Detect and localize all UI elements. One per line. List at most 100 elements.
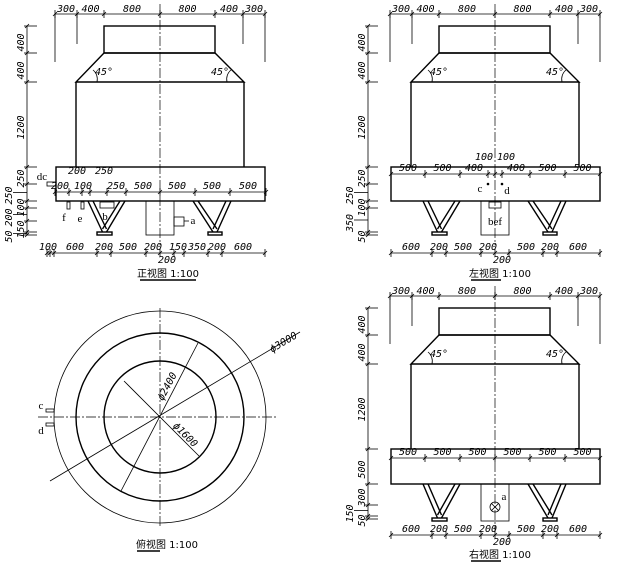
leg-brace [436, 200, 456, 230]
dim-label: 500 [538, 447, 556, 458]
foot-plate [542, 517, 558, 522]
dim-label: 600 [569, 524, 587, 535]
diameter-label-2400: ϕ2400 [156, 371, 180, 403]
angle-label: 45° [430, 349, 448, 360]
dim-label: 500 [399, 447, 417, 458]
dim-label: 200 [4, 208, 15, 226]
leg-brace [547, 200, 562, 230]
angle-label: 45° [430, 67, 448, 78]
dim-label: 400 [220, 4, 238, 15]
dim-label: 300 [579, 4, 598, 15]
port-label-c: c [39, 400, 44, 412]
dim-label: 100 [74, 181, 92, 192]
dim-label: 300 [357, 488, 368, 507]
leg-brace [105, 200, 126, 233]
leg-brace [440, 200, 461, 233]
dim-label: 500 [433, 163, 451, 174]
dim-label: 500 [517, 242, 535, 253]
dim-label: 200 [493, 255, 511, 266]
dim-label: 200 [158, 255, 176, 266]
dim-label: 200 [479, 524, 497, 535]
leg-brace [527, 483, 549, 519]
pipe-f [66, 201, 71, 210]
view-caption: 左视图 1:100 [469, 267, 531, 280]
dim-label: 400 [555, 286, 573, 297]
port-label-bef: bef [488, 216, 502, 228]
dim-label: 200 [541, 524, 559, 535]
support-leg [527, 200, 567, 236]
leg-brace [197, 200, 218, 230]
dim-label: 100 [357, 198, 368, 216]
leg-brace [532, 483, 553, 516]
dim-label: 350 [187, 242, 206, 253]
leg-brace [551, 483, 567, 519]
view-caption: 右视图 1:100 [469, 548, 531, 561]
pipe-b [99, 201, 115, 209]
dim-label: 500 [573, 163, 591, 174]
dim-label: 500 [573, 447, 591, 458]
angle-label: 45° [546, 67, 564, 78]
dim-label: 150 [345, 504, 356, 522]
dim-label: 500 [517, 524, 535, 535]
angle-arc [427, 351, 433, 365]
support-leg [87, 200, 126, 236]
dim-label: 50 [357, 230, 368, 242]
foot-plate [96, 231, 113, 236]
water-basin [390, 448, 601, 485]
dim-label: 200 [51, 181, 69, 192]
support-leg [192, 200, 232, 236]
dim-label: 400 [357, 33, 368, 51]
dim-label: 500 [454, 242, 472, 253]
dim-label: 200 [479, 242, 497, 253]
port-label-c: c [478, 183, 483, 195]
dim-label: 500 [503, 447, 521, 458]
support-leg [527, 483, 567, 522]
dim-label: 200 [430, 524, 448, 535]
port-label-a: a [502, 491, 507, 503]
leg-brace [527, 200, 549, 233]
dim-label: 200 [95, 242, 113, 253]
dim-label: 500 [454, 524, 472, 535]
dim-label: 300 [244, 4, 263, 15]
port-label-d: d [504, 185, 510, 197]
support-leg [422, 483, 461, 522]
leg-brace [216, 200, 232, 233]
leg-brace [427, 200, 443, 230]
dim-label: 400 [416, 286, 434, 297]
dim-label: 300 [391, 4, 410, 15]
foot-plate [542, 231, 558, 236]
dim-label: 500 [357, 460, 368, 478]
port-label-dc: dc [37, 171, 48, 183]
leg-brace [436, 483, 456, 516]
dim-label: 400 [357, 343, 368, 361]
leg-brace [92, 200, 108, 230]
dim-label: 500 [134, 181, 152, 192]
dim-label: 400 [416, 4, 434, 15]
dim-label: 800 [513, 286, 531, 297]
dim-label: 500 [239, 181, 257, 192]
leg-brace [532, 200, 553, 230]
valve-a [489, 501, 501, 513]
dim-label: 100 [16, 198, 27, 216]
pipe-bef [488, 201, 502, 209]
dim-label: 400 [16, 33, 27, 51]
dim-label: 200 [68, 166, 86, 177]
dim-label: 350 [345, 214, 356, 233]
leg-brace [422, 200, 439, 233]
dim-label: 500 [203, 181, 221, 192]
angle-arc [427, 69, 433, 83]
dim-label: 500 [433, 447, 451, 458]
dim-label: 50 [4, 230, 15, 242]
foot-plate [431, 231, 448, 236]
dim-label: 200 [493, 537, 511, 548]
support-leg [422, 200, 461, 236]
dim-label: 800 [513, 4, 531, 15]
outlet-sump [480, 483, 510, 522]
dim-line-3000 [49, 331, 301, 482]
dim-label: 500 [119, 242, 137, 253]
leg-brace [440, 483, 461, 519]
dim-label: 300 [579, 286, 598, 297]
